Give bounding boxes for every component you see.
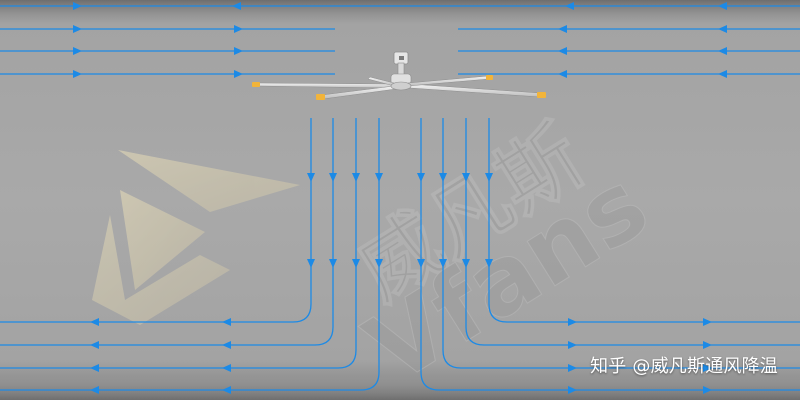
flow-arrowhead [73,2,82,10]
flow-arrowhead [234,70,243,78]
flow-arrowhead [565,2,574,10]
downflow-line-left [0,118,334,346]
flow-arrowhead [558,47,567,55]
flow-arrowhead [568,364,577,372]
downflow-line-right [465,118,800,346]
floor-airflow [0,118,800,394]
flow-arrowhead [375,173,383,182]
flow-arrowhead [352,173,360,182]
flow-arrowhead [417,173,425,182]
flow-arrowhead [417,259,425,268]
flow-arrowhead [232,2,241,10]
ceiling-band [0,0,800,22]
flow-arrowhead [718,70,727,78]
flow-arrowhead [439,259,447,268]
downflow-line-right [442,118,800,369]
flow-arrowhead [222,364,231,372]
flow-arrowhead [90,386,99,394]
flow-arrowhead [234,47,243,55]
flow-arrowhead [439,173,447,182]
flow-arrowhead [718,25,727,33]
fan-mount-bolt [399,56,404,60]
downflow-line-right [488,118,800,323]
flow-arrowhead [703,341,712,349]
flow-arrowhead [568,341,577,349]
flow-arrowhead [375,259,383,268]
flow-arrowhead [568,386,577,394]
flow-arrowhead [307,173,315,182]
ceiling-fan-icon [252,51,546,100]
flow-arrowhead [234,25,243,33]
flow-arrowhead [307,259,315,268]
flow-arrowhead [703,318,712,326]
flow-arrowhead [462,173,470,182]
flow-arrowhead [90,318,99,326]
flow-arrowhead [703,364,712,372]
flow-arrowhead [222,341,231,349]
flow-arrowhead [703,386,712,394]
flow-arrowhead [718,2,727,10]
fan-blade-tip [252,82,260,87]
flow-arrowhead [90,364,99,372]
flow-arrowhead [558,70,567,78]
fan-blade-tip [486,75,493,80]
flow-arrowhead [329,259,337,268]
downflow-line-left [0,118,357,369]
flow-arrowhead [222,318,231,326]
flow-arrowhead [90,341,99,349]
flow-arrowhead [718,47,727,55]
flow-arrowhead [485,173,493,182]
vfans-logo-icon [92,150,300,325]
flow-arrowhead [568,318,577,326]
floor-band [0,376,800,400]
flow-arrowhead [462,259,470,268]
fan-downrod [397,62,405,76]
flow-arrowhead [222,386,231,394]
flow-arrowhead [329,173,337,182]
flow-arrowhead [352,259,360,268]
flow-arrowhead [73,47,82,55]
fan-blade-tip [316,94,325,100]
caption: 知乎 @威凡斯通风降温 [590,356,778,377]
fan-hub [390,81,412,91]
fan-blade-tip [537,92,546,98]
flow-arrowhead [73,70,82,78]
ceiling-airflow [0,2,800,78]
flow-arrowhead [73,25,82,33]
flow-arrowhead [485,259,493,268]
downflow-line-left [0,118,380,391]
downflow-line-right [420,118,800,391]
downflow-line-left [0,118,312,323]
flow-arrowhead [558,25,567,33]
